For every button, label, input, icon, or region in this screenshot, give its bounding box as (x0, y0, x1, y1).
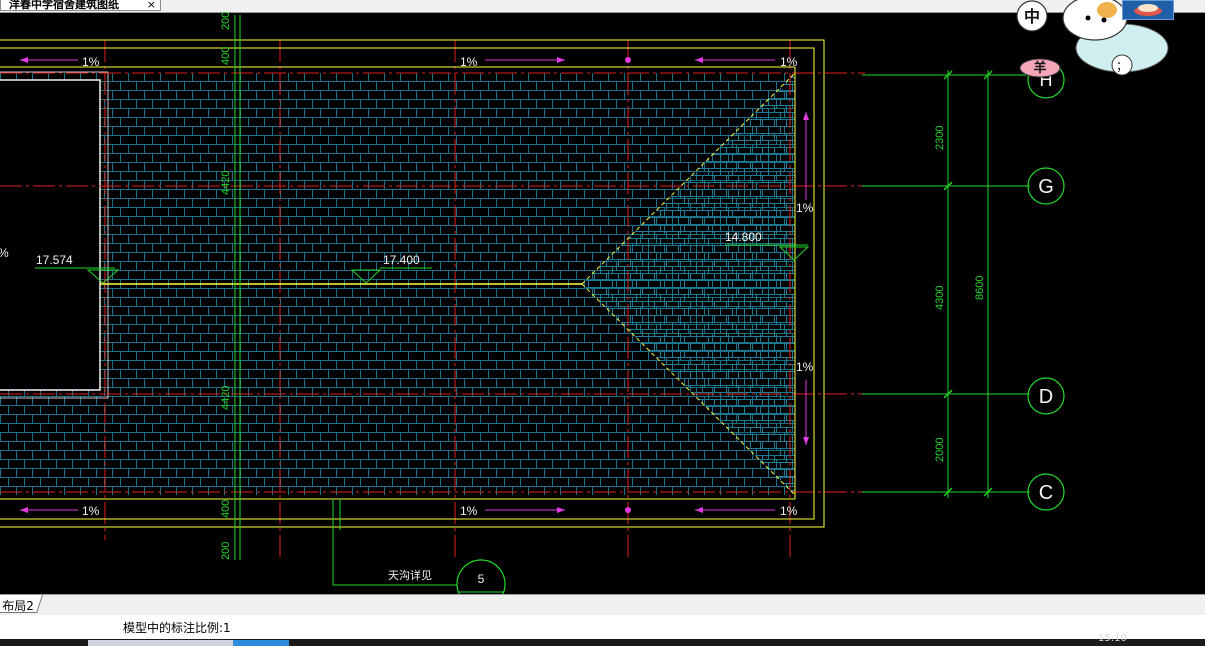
status-bar: 模型中的标注比例:1 (0, 615, 1205, 639)
slope-text: 1% (460, 55, 478, 69)
mascot-eye (1101, 17, 1107, 23)
opening-outline-outer (0, 71, 109, 399)
dim-text: 8600 (974, 276, 986, 300)
axis-bubble (1027, 167, 1065, 205)
taskbar-item-active[interactable] (233, 640, 289, 646)
dim-text: 2300 (934, 126, 946, 150)
hip-tile-hatch (582, 73, 795, 495)
layout-tabbar: 布局2 (0, 594, 1205, 616)
taskbar: 15:10 (0, 633, 1205, 646)
slope-text: 1% (780, 55, 798, 69)
dim-text: 4420 (220, 386, 232, 410)
slope-text: 1% (460, 504, 478, 518)
document-tabbar: 洋春中学宿舍建筑图纸 × (0, 0, 1205, 13)
detail-note: 天沟详见 (388, 568, 432, 582)
toolbar-button[interactable] (1122, 0, 1174, 20)
drain-marker (625, 507, 631, 513)
dim-text: 4420 (220, 171, 232, 195)
opening-outline (0, 79, 101, 391)
dimension-lines (35, 15, 1030, 586)
app-icon (1134, 4, 1162, 16)
document-tab-title: 洋春中学宿舍建筑图纸 (9, 0, 119, 11)
elevation-text: 14.800 (725, 230, 762, 244)
slope-text: 1% (780, 504, 798, 518)
mascot-patch (1097, 2, 1117, 18)
slope-text: 1% (796, 360, 814, 374)
drain-marker (625, 57, 631, 63)
mascot-bubble-zhong[interactable] (1016, 0, 1048, 32)
axis-bubble (1027, 473, 1065, 511)
elevation-text: 17.400 (383, 253, 420, 267)
mascot-char-yang: 羊 (1033, 60, 1046, 76)
close-icon[interactable]: × (146, 0, 156, 11)
dim-text: 2000 (934, 438, 946, 462)
mascot-face (1062, 0, 1128, 41)
detail-ref-number: 5 (478, 572, 485, 586)
dimension-ticks (943, 70, 993, 497)
dim-text: 400 (220, 500, 232, 518)
slope-arrows (20, 57, 809, 513)
axis-bubbles: H G D C (456, 61, 1065, 594)
tab-layout2[interactable]: 布局2 (0, 595, 43, 613)
annotation-texts: 17.574 17.400 14.800 1% 1% 1% 1% 1% 1% 1… (0, 55, 814, 586)
elevation-markers (86, 246, 810, 284)
dim-text: 4300 (934, 286, 946, 310)
taskbar-item[interactable] (88, 640, 233, 646)
slope-text: 1% (82, 504, 100, 518)
roof-outline (0, 39, 825, 528)
axis-lines (0, 40, 865, 560)
slope-text: 1% (82, 55, 100, 69)
dimension-texts: 200 400 4420 4420 400 200 2300 4300 2000… (220, 12, 986, 560)
slope-text: % (0, 246, 9, 260)
mascot-bubble-punct[interactable] (1111, 54, 1133, 76)
slope-text: 1% (796, 201, 814, 215)
mascot-char-punct: ； (1116, 59, 1128, 73)
axis-label-c: C (1039, 482, 1053, 504)
mascot-char-zhong: 中 (1024, 7, 1040, 26)
detail-ref-bubble (456, 559, 506, 594)
mascot-bowl (1019, 58, 1061, 78)
dim-text: 200 (220, 542, 232, 560)
annotation-scale-text: 模型中的标注比例:1 (123, 621, 231, 635)
cad-canvas[interactable]: H G D C 200 400 4420 4420 400 200 2300 4… (0, 12, 1205, 594)
mascot-eye (1085, 15, 1091, 21)
axis-bubble (1027, 377, 1065, 415)
taskbar-clock: 15:10 (1098, 633, 1127, 644)
elevation-text: 17.574 (36, 253, 73, 267)
tab-layout2-label: 布局2 (2, 599, 34, 613)
dim-text: 200 (220, 12, 232, 30)
mascot-widget[interactable]: 中 羊 ； (1010, 0, 1170, 85)
axis-label-d: D (1039, 386, 1053, 408)
dim-text: 400 (220, 47, 232, 65)
roof-plan: H G D C 200 400 4420 4420 400 200 2300 4… (0, 12, 1065, 594)
axis-label-g: G (1038, 176, 1054, 198)
document-tab[interactable]: 洋春中学宿舍建筑图纸 × (0, 0, 161, 11)
